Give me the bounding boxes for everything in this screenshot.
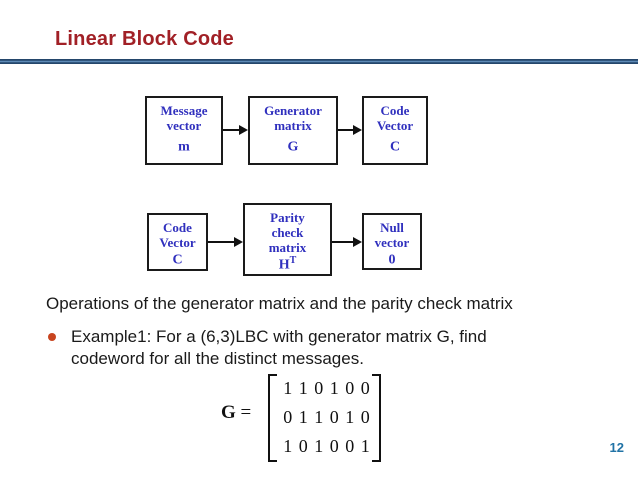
box-label: Generator matrix xyxy=(264,103,322,133)
arrow-line xyxy=(332,241,353,243)
box-label-line: Parity xyxy=(270,210,305,225)
box-label-line: Generator xyxy=(264,103,322,118)
diagram-box-code-vector: Code Vector C xyxy=(362,96,428,165)
box-symbol: HT xyxy=(278,255,297,273)
example-text-line1: Example1: For a (6,3)LBC with generator … xyxy=(71,327,487,346)
box-label: Parity check matrix xyxy=(269,210,307,255)
box-label-line: Vector xyxy=(376,118,414,133)
arrow-head xyxy=(353,237,362,247)
arrow-line xyxy=(208,241,234,243)
page-title: Linear Block Code xyxy=(55,28,234,50)
box-symbol: C xyxy=(389,140,401,155)
matrix-row: 1 1 0 1 0 0 xyxy=(283,378,371,398)
box-label-line: Vector xyxy=(159,235,196,250)
matrix-lhs: G = xyxy=(221,402,251,424)
arrow-head xyxy=(353,125,362,135)
box-label-line: Message xyxy=(160,103,208,118)
box-symbol: C xyxy=(172,252,183,268)
box-label: Null vector xyxy=(375,220,410,250)
matrix-row: 0 1 1 0 1 0 xyxy=(283,407,371,427)
diagram-box-code-vector-2: Code Vector C xyxy=(147,213,208,271)
box-label-line: Code xyxy=(163,220,192,235)
matrix-values: 1 1 0 1 0 0 0 1 1 0 1 0 1 0 1 0 0 1 xyxy=(282,374,372,461)
box-label: Code Vector xyxy=(159,220,195,250)
arrow-line xyxy=(223,129,239,131)
box-symbol: 0 xyxy=(388,252,396,268)
operations-text: Operations of the generator matrix and t… xyxy=(46,294,513,313)
box-label-line: matrix xyxy=(274,118,312,133)
arrow-right-icon xyxy=(338,124,362,136)
box-label-line: vector xyxy=(374,235,410,250)
page-number: 12 xyxy=(609,440,624,455)
bullet-icon xyxy=(48,333,56,341)
box-label: Code Vector xyxy=(377,103,413,133)
diagram-box-null-vector: Null vector 0 xyxy=(362,213,422,270)
arrow-right-icon xyxy=(332,236,362,248)
box-label-line: check xyxy=(271,225,304,240)
box-label-line: vector xyxy=(166,118,202,133)
matrix-bracket-left xyxy=(268,374,277,462)
box-symbol: m xyxy=(178,140,190,155)
arrow-right-icon xyxy=(208,236,243,248)
box-label-line: Code xyxy=(380,103,410,118)
diagram-box-generator-matrix: Generator matrix G xyxy=(248,96,338,165)
box-symbol: G xyxy=(287,140,299,155)
box-label-line: matrix xyxy=(268,240,307,255)
matrix-bracket-right xyxy=(372,374,381,462)
equals-sign: = xyxy=(240,402,252,423)
matrix-name: G xyxy=(221,402,236,423)
diagram-box-message-vector: Message vector m xyxy=(145,96,223,165)
box-label: Message vector xyxy=(161,103,208,133)
arrow-line xyxy=(338,129,353,131)
arrow-head xyxy=(239,125,248,135)
arrow-head xyxy=(234,237,243,247)
box-label-line: Null xyxy=(380,220,404,235)
matrix-row: 1 0 1 0 0 1 xyxy=(283,436,371,456)
diagram-box-parity-check-matrix: Parity check matrix HT xyxy=(243,203,332,276)
example-text-line2: codeword for all the distinct messages. xyxy=(71,349,364,368)
example-text: Example1: For a (6,3)LBC with generator … xyxy=(71,326,487,370)
title-divider xyxy=(0,59,638,64)
arrow-right-icon xyxy=(223,124,248,136)
